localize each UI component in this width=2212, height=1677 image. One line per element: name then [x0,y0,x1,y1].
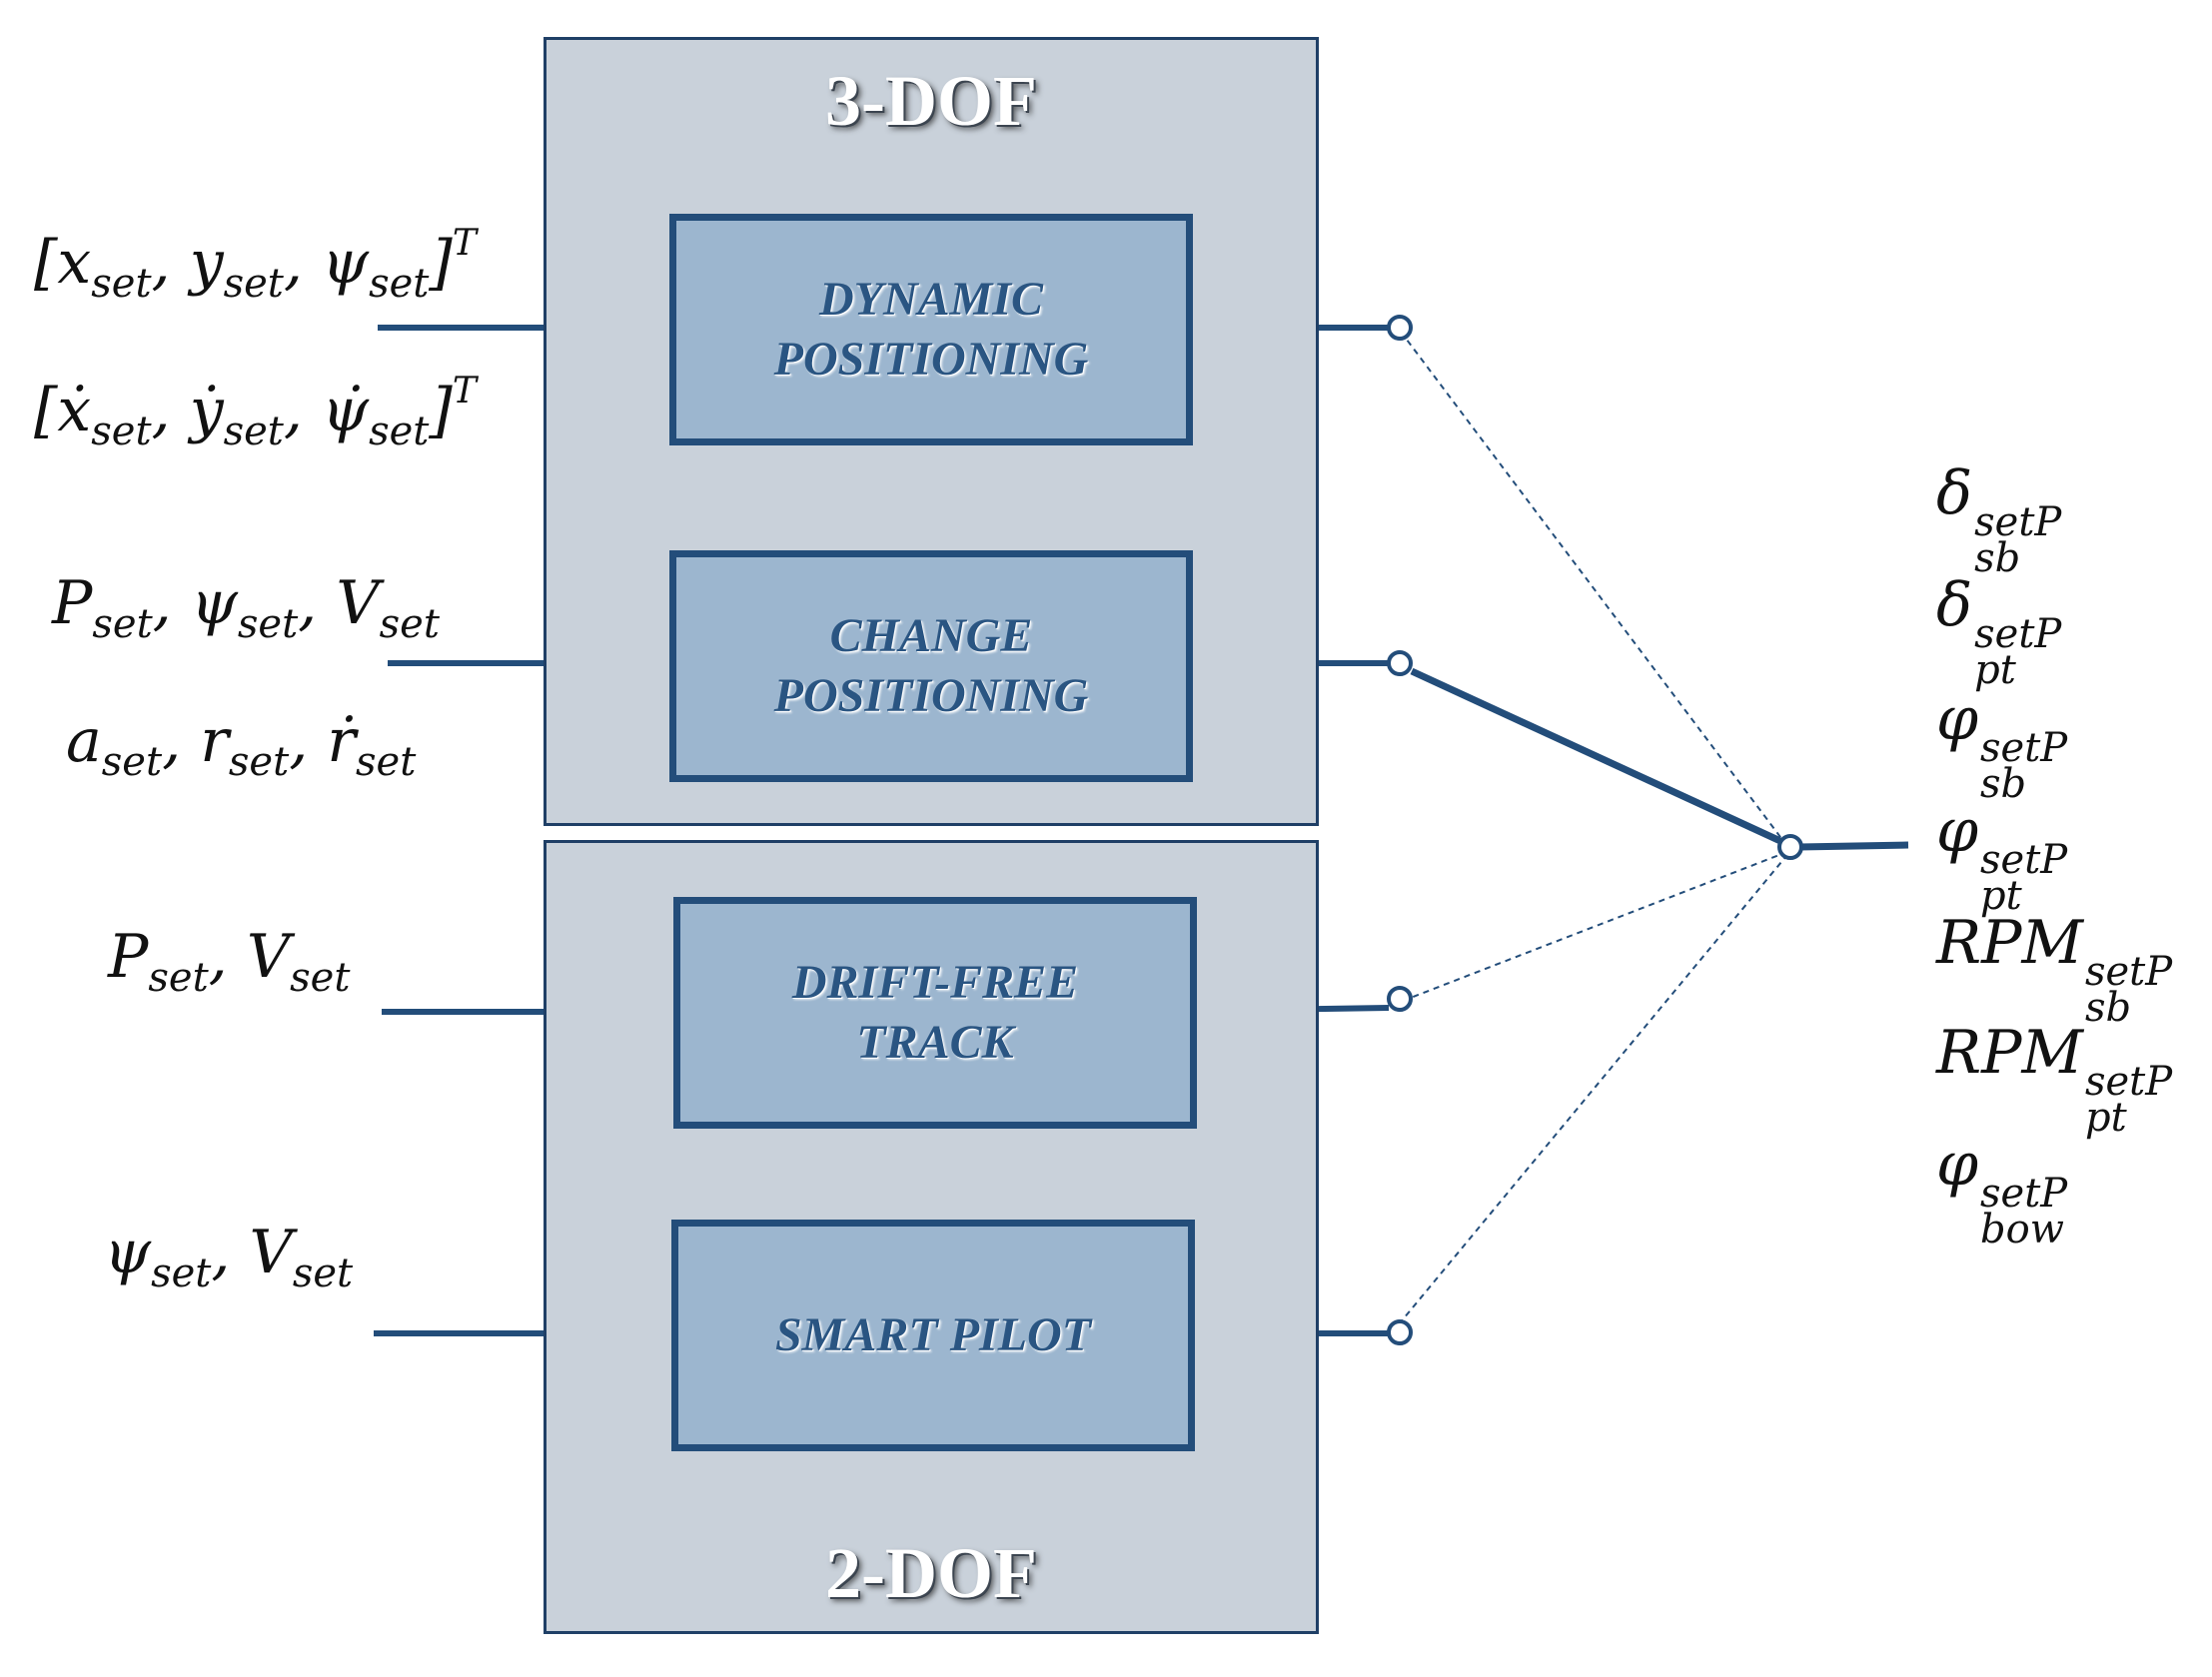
input-dft-line: Pset, Vset [108,922,351,1001]
block-change-positioning-line1: CHANGE [829,609,1033,662]
dft-dashed-link [1402,852,1785,1002]
dp-contact [1387,315,1413,341]
group-2dof-label: 2-DOF [825,1533,1037,1613]
sp-dashed-link [1398,855,1787,1325]
block-smart-pilot: SMART PILOT [671,1220,1195,1451]
input-cp-line1: Pset, ψset, Vset [52,568,440,647]
block-dynamic-positioning: DYNAMIC POSITIONING [669,214,1193,445]
block-drift-free-track-line1: DRIFT-FREE [791,956,1079,1009]
switch-output-line [1798,841,1909,851]
dp-dashed-link [1400,331,1787,846]
input-cp-line2: aset, rset, ṙset [66,706,417,785]
block-change-positioning-line2: POSITIONING [773,669,1089,722]
input-sp-line: ψset, Vset [104,1218,354,1296]
block-smart-pilot-line1: SMART PILOT [774,1308,1092,1361]
block-drift-free-track: DRIFT-FREE TRACK [673,897,1197,1129]
switch-pivot [1777,834,1803,860]
group-3dof-label: 3-DOF [825,61,1037,141]
switch-arm [1410,667,1782,845]
input-dp-line1: [xset, yset, ψset]T [34,223,477,307]
block-drift-free-track-line2: TRACK [856,1016,1014,1069]
input-dp-line2: [ẋset, ẏset, ψ̇set]T [34,371,477,454]
sp-contact [1387,1319,1413,1345]
block-change-positioning: CHANGE POSITIONING [669,550,1193,782]
block-dynamic-positioning-line1: DYNAMIC [818,273,1044,326]
block-dynamic-positioning-line2: POSITIONING [773,333,1089,386]
cp-contact [1387,650,1413,676]
dft-contact [1387,986,1413,1012]
